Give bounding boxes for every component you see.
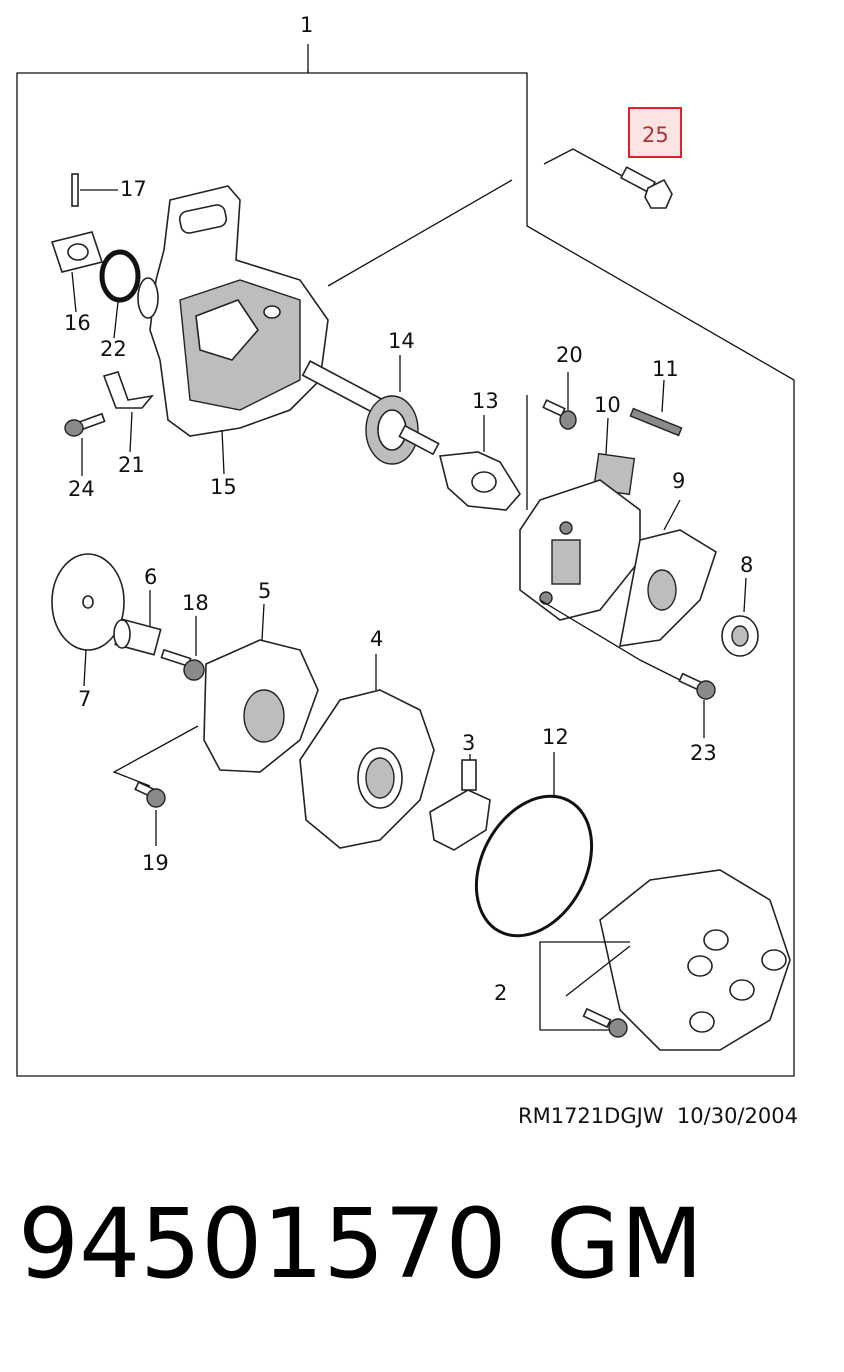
drawing-reference: RM1721DGJW 10/30/2004 — [518, 1104, 798, 1128]
callout-16[interactable]: 16 — [64, 311, 91, 335]
screw-19 — [134, 781, 166, 846]
timing-disc-7 — [51, 553, 125, 687]
callout-17[interactable]: 17 — [120, 177, 147, 201]
cover-5 — [112, 603, 319, 787]
screw-18 — [160, 616, 205, 681]
pin-17 — [71, 173, 118, 207]
callout-24[interactable]: 24 — [68, 477, 95, 501]
callout-14[interactable]: 14 — [388, 329, 415, 353]
callout-25-highlight-box[interactable] — [628, 107, 682, 158]
callout-7[interactable]: 7 — [78, 687, 91, 711]
callout-23[interactable]: 23 — [690, 741, 717, 765]
clip-21 — [102, 371, 154, 453]
callout-11[interactable]: 11 — [652, 357, 679, 381]
callout-4[interactable]: 4 — [370, 627, 383, 651]
distributor-cap-2 — [539, 869, 791, 1051]
callout-3[interactable]: 3 — [462, 731, 475, 755]
callout-13[interactable]: 13 — [472, 389, 499, 413]
housing-cover-4 — [299, 654, 435, 849]
bolt-25 — [543, 148, 673, 209]
callout-10[interactable]: 10 — [594, 393, 621, 417]
callout-8[interactable]: 8 — [740, 553, 753, 577]
callout-18[interactable]: 18 — [182, 591, 209, 615]
bracket-16 — [50, 231, 104, 313]
callout-22[interactable]: 22 — [100, 337, 127, 361]
o-ring-22 — [99, 249, 141, 339]
gasket-12 — [474, 752, 594, 938]
brand-name: GM — [546, 1188, 704, 1300]
callout-6[interactable]: 6 — [144, 565, 157, 589]
callout-19[interactable]: 19 — [142, 851, 169, 875]
bushing-8 — [721, 577, 759, 657]
rotor-hub-6 — [113, 590, 162, 656]
callout-15[interactable]: 15 — [210, 475, 237, 499]
rotor-3 — [429, 754, 491, 851]
plate-13 — [439, 395, 528, 511]
distributor-housing-15 — [137, 179, 513, 475]
ignition-module-9 — [519, 479, 717, 647]
callout-25[interactable]: 25 — [642, 123, 669, 147]
assembly-frame — [16, 44, 795, 1077]
screw-24 — [64, 412, 106, 476]
screw-2 — [582, 1007, 628, 1038]
callout-20[interactable]: 20 — [556, 343, 583, 367]
callout-1[interactable]: 1 — [300, 13, 313, 37]
shaft-14 — [301, 355, 440, 465]
callout-2[interactable]: 2 — [494, 981, 507, 1005]
seal-11 — [629, 379, 683, 437]
callout-21[interactable]: 21 — [118, 453, 145, 477]
part-number: 94501570 — [18, 1188, 507, 1300]
screw-20 — [542, 372, 577, 430]
callout-9[interactable]: 9 — [672, 469, 685, 493]
callout-5[interactable]: 5 — [258, 579, 271, 603]
screw-23 — [539, 599, 716, 738]
callout-12[interactable]: 12 — [542, 725, 569, 749]
